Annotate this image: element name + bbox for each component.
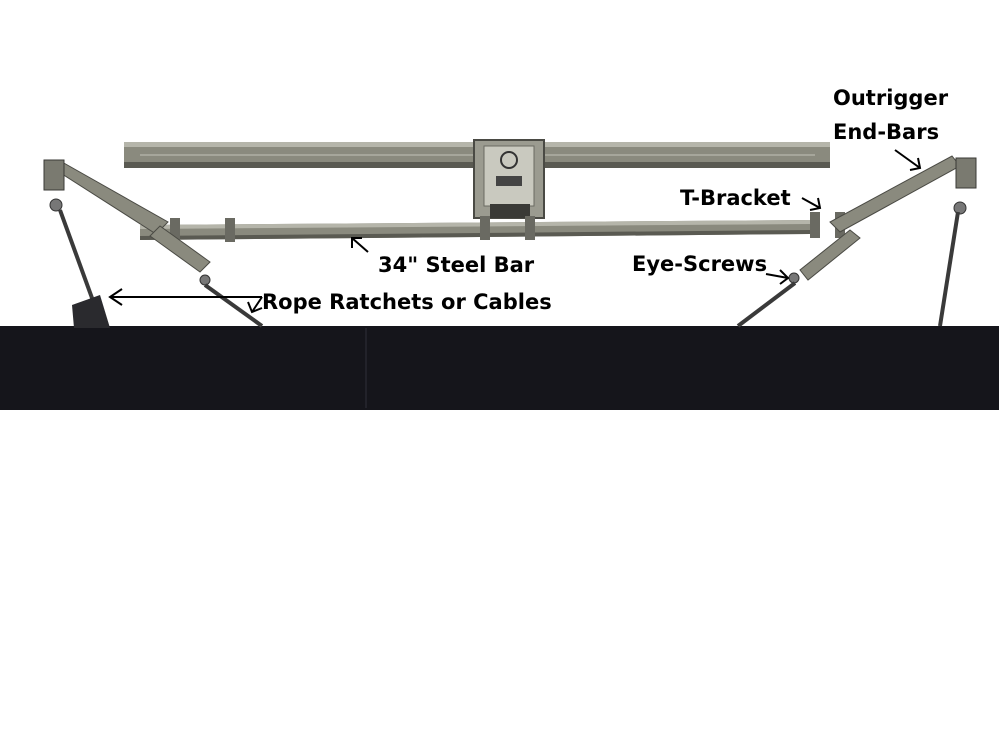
beam: [0, 326, 999, 410]
left-outrigger: [43, 159, 211, 286]
outrigger-label-line2: End-Bars: [833, 120, 940, 144]
outrigger-arrow: [894, 149, 921, 169]
cables: [58, 209, 960, 328]
steel-bar-label: 34" Steel Bar: [378, 253, 535, 277]
eye-screws-label: Eye-Screws: [632, 252, 768, 276]
t-bracket-label: T-Bracket: [680, 186, 791, 210]
steel-bar: [140, 212, 845, 242]
rope-label: Rope Ratchets or Cables: [262, 290, 552, 314]
right-outrigger: [788, 155, 977, 284]
center-mount: [473, 139, 545, 219]
annotation-arrows: [108, 149, 922, 314]
rope-down-arrow: [251, 296, 263, 313]
eye-screws-arrow: [765, 273, 789, 279]
t-bracket-arrow: [801, 197, 821, 209]
outrigger-label-line1: Outrigger: [833, 86, 949, 110]
steel-bar-arrow: [351, 237, 369, 253]
